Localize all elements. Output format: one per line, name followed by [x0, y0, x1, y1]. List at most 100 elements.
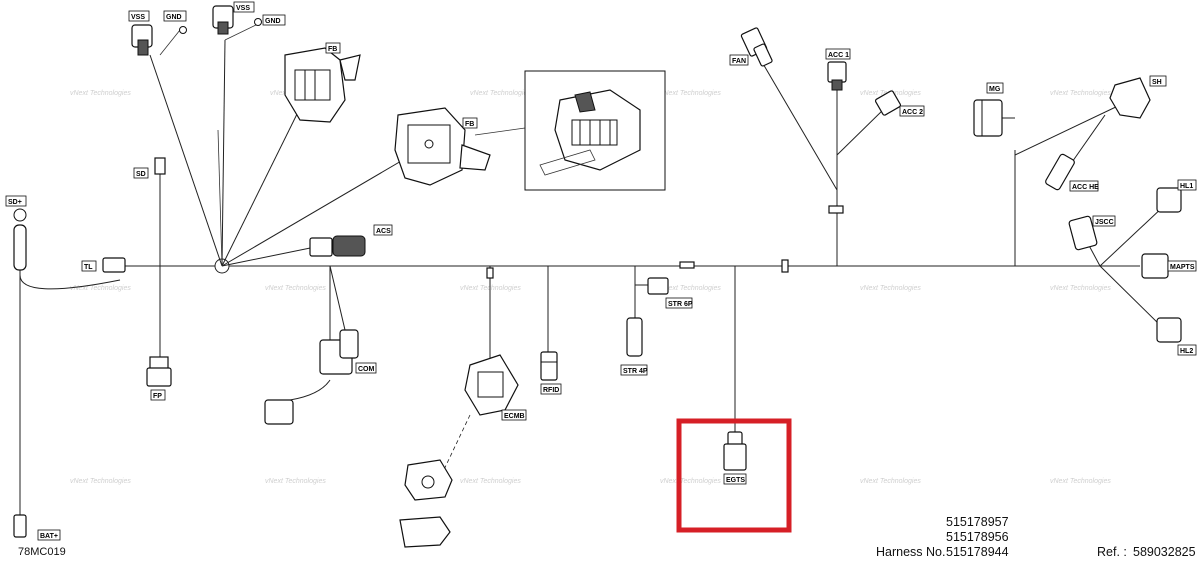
harness-label: Harness No. — [876, 545, 946, 559]
watermark: vNext Technologies — [860, 285, 921, 292]
watermark: vNext Technologies — [660, 285, 721, 292]
inline-fuse — [828, 205, 844, 214]
label-tl: TL — [81, 260, 97, 272]
label-sd: SD — [133, 167, 149, 179]
rfid-connector — [540, 351, 558, 381]
label-fan: FAN — [729, 54, 749, 66]
watermark: vNext Technologies — [70, 90, 131, 97]
sh-connector — [1109, 77, 1151, 119]
svg-text:FP: FP — [153, 393, 162, 400]
hl1-connector — [1156, 187, 1182, 213]
label-egts: EGTS — [723, 473, 747, 485]
label-fb-mid: FB — [462, 117, 478, 129]
watermark: vNext Technologies — [860, 478, 921, 485]
label-fb-top: FB — [325, 42, 341, 54]
svg-text:GND: GND — [265, 18, 281, 25]
inline-part — [486, 267, 494, 279]
svg-text:STR 4P: STR 4P — [623, 368, 648, 375]
label-acc-he: ACC HE — [1069, 180, 1099, 192]
svg-text:HL2: HL2 — [1180, 348, 1193, 355]
acc1-connector — [827, 61, 847, 91]
svg-text:SD: SD — [136, 171, 146, 178]
svg-text:ACS: ACS — [376, 228, 391, 235]
egts-connector — [723, 431, 747, 471]
label-acc1: ACC 1 — [825, 48, 851, 60]
svg-text:ECMB: ECMB — [504, 413, 525, 420]
label-hl2: HL2 — [1177, 344, 1197, 356]
watermark: vNext Technologies — [265, 478, 326, 485]
acc-he-connector — [1045, 153, 1075, 191]
watermark: vNext Technologies — [265, 285, 326, 292]
svg-text:JSCC: JSCC — [1095, 219, 1114, 226]
watermark: vNext Technologies — [660, 478, 721, 485]
ref-value: 589032825 — [1133, 545, 1196, 559]
acs-connector — [309, 235, 366, 257]
ecmb-lower-connectors — [399, 459, 453, 548]
svg-text:FB: FB — [328, 46, 337, 53]
watermark: vNext Technologies — [660, 90, 721, 97]
label-gnd-left: GND — [163, 10, 187, 22]
svg-text:HL1: HL1 — [1180, 183, 1193, 190]
svg-text:FAN: FAN — [732, 58, 746, 65]
gnd-left-terminal — [179, 26, 187, 34]
sd-plus-terminal — [13, 208, 27, 271]
svg-text:MG: MG — [989, 86, 1001, 93]
label-bat-plus: BAT+ — [37, 529, 61, 541]
ref-label: Ref. : — [1097, 545, 1127, 559]
watermark: vNext Technologies — [460, 285, 521, 292]
svg-text:ACC HE: ACC HE — [1072, 184, 1099, 191]
svg-text:COM: COM — [358, 366, 375, 373]
acc2-connector — [874, 90, 902, 116]
hl2-connector — [1156, 317, 1182, 343]
label-jscc: JSCC — [1092, 215, 1116, 227]
watermark: vNext Technologies — [1050, 478, 1111, 485]
label-acc2: ACC 2 — [899, 105, 925, 117]
svg-text:ACC 2: ACC 2 — [902, 109, 923, 116]
label-mapts: MAPTS — [1167, 260, 1197, 272]
fb-detail-connector — [539, 89, 641, 176]
svg-text:BAT+: BAT+ — [40, 533, 58, 540]
fuse-box-mid — [394, 107, 491, 186]
label-str4p: STR 4P — [620, 364, 648, 376]
watermark: vNext Technologies — [70, 285, 131, 292]
sd-sensor — [154, 157, 166, 175]
label-sd-plus: SD+ — [5, 195, 27, 207]
svg-text:STR 6P: STR 6P — [668, 301, 693, 308]
label-rfid: RFID — [540, 383, 562, 395]
label-com: COM — [355, 362, 377, 374]
watermark: vNext Technologies — [1050, 90, 1111, 97]
label-gnd-right: GND — [262, 14, 286, 26]
com-connector — [264, 329, 359, 425]
label-mg: MG — [986, 82, 1004, 94]
svg-text:VSS: VSS — [236, 5, 250, 12]
ecmb-connector — [464, 354, 519, 416]
str4p-connector — [626, 317, 643, 357]
fp-connector — [146, 356, 172, 387]
watermark: vNext Technologies — [70, 478, 131, 485]
label-vss-left: VSS — [128, 10, 150, 22]
label-fp: FP — [150, 389, 166, 401]
svg-text:VSS: VSS — [131, 14, 145, 21]
harness-number-3: 515178944 — [946, 545, 1009, 559]
label-vss-right: VSS — [233, 1, 255, 13]
main-harness-trunk — [19, 23, 1166, 515]
component-labels: VSS GND VSS GND FB FB SD+ SD TL ACS FAN … — [5, 1, 1197, 541]
label-hl1: HL1 — [1177, 179, 1197, 191]
mapts-connector — [1141, 253, 1169, 279]
svg-text:ACC 1: ACC 1 — [828, 52, 849, 59]
svg-text:RFID: RFID — [543, 387, 559, 394]
harness-number-2: 515178956 — [946, 530, 1009, 544]
svg-text:EGTS: EGTS — [726, 477, 745, 484]
svg-text:MAPTS: MAPTS — [1170, 264, 1195, 271]
svg-text:TL: TL — [84, 264, 93, 271]
str6p-connector — [647, 277, 669, 295]
vss-left-connector — [131, 24, 153, 56]
inline-part — [679, 261, 695, 269]
fuse-box-top — [284, 47, 361, 123]
mg-connector — [973, 99, 1003, 137]
harness-number-1: 515178957 — [946, 515, 1009, 529]
fan-connector — [740, 27, 773, 67]
inline-part — [781, 259, 789, 273]
watermark: vNext Technologies — [460, 478, 521, 485]
